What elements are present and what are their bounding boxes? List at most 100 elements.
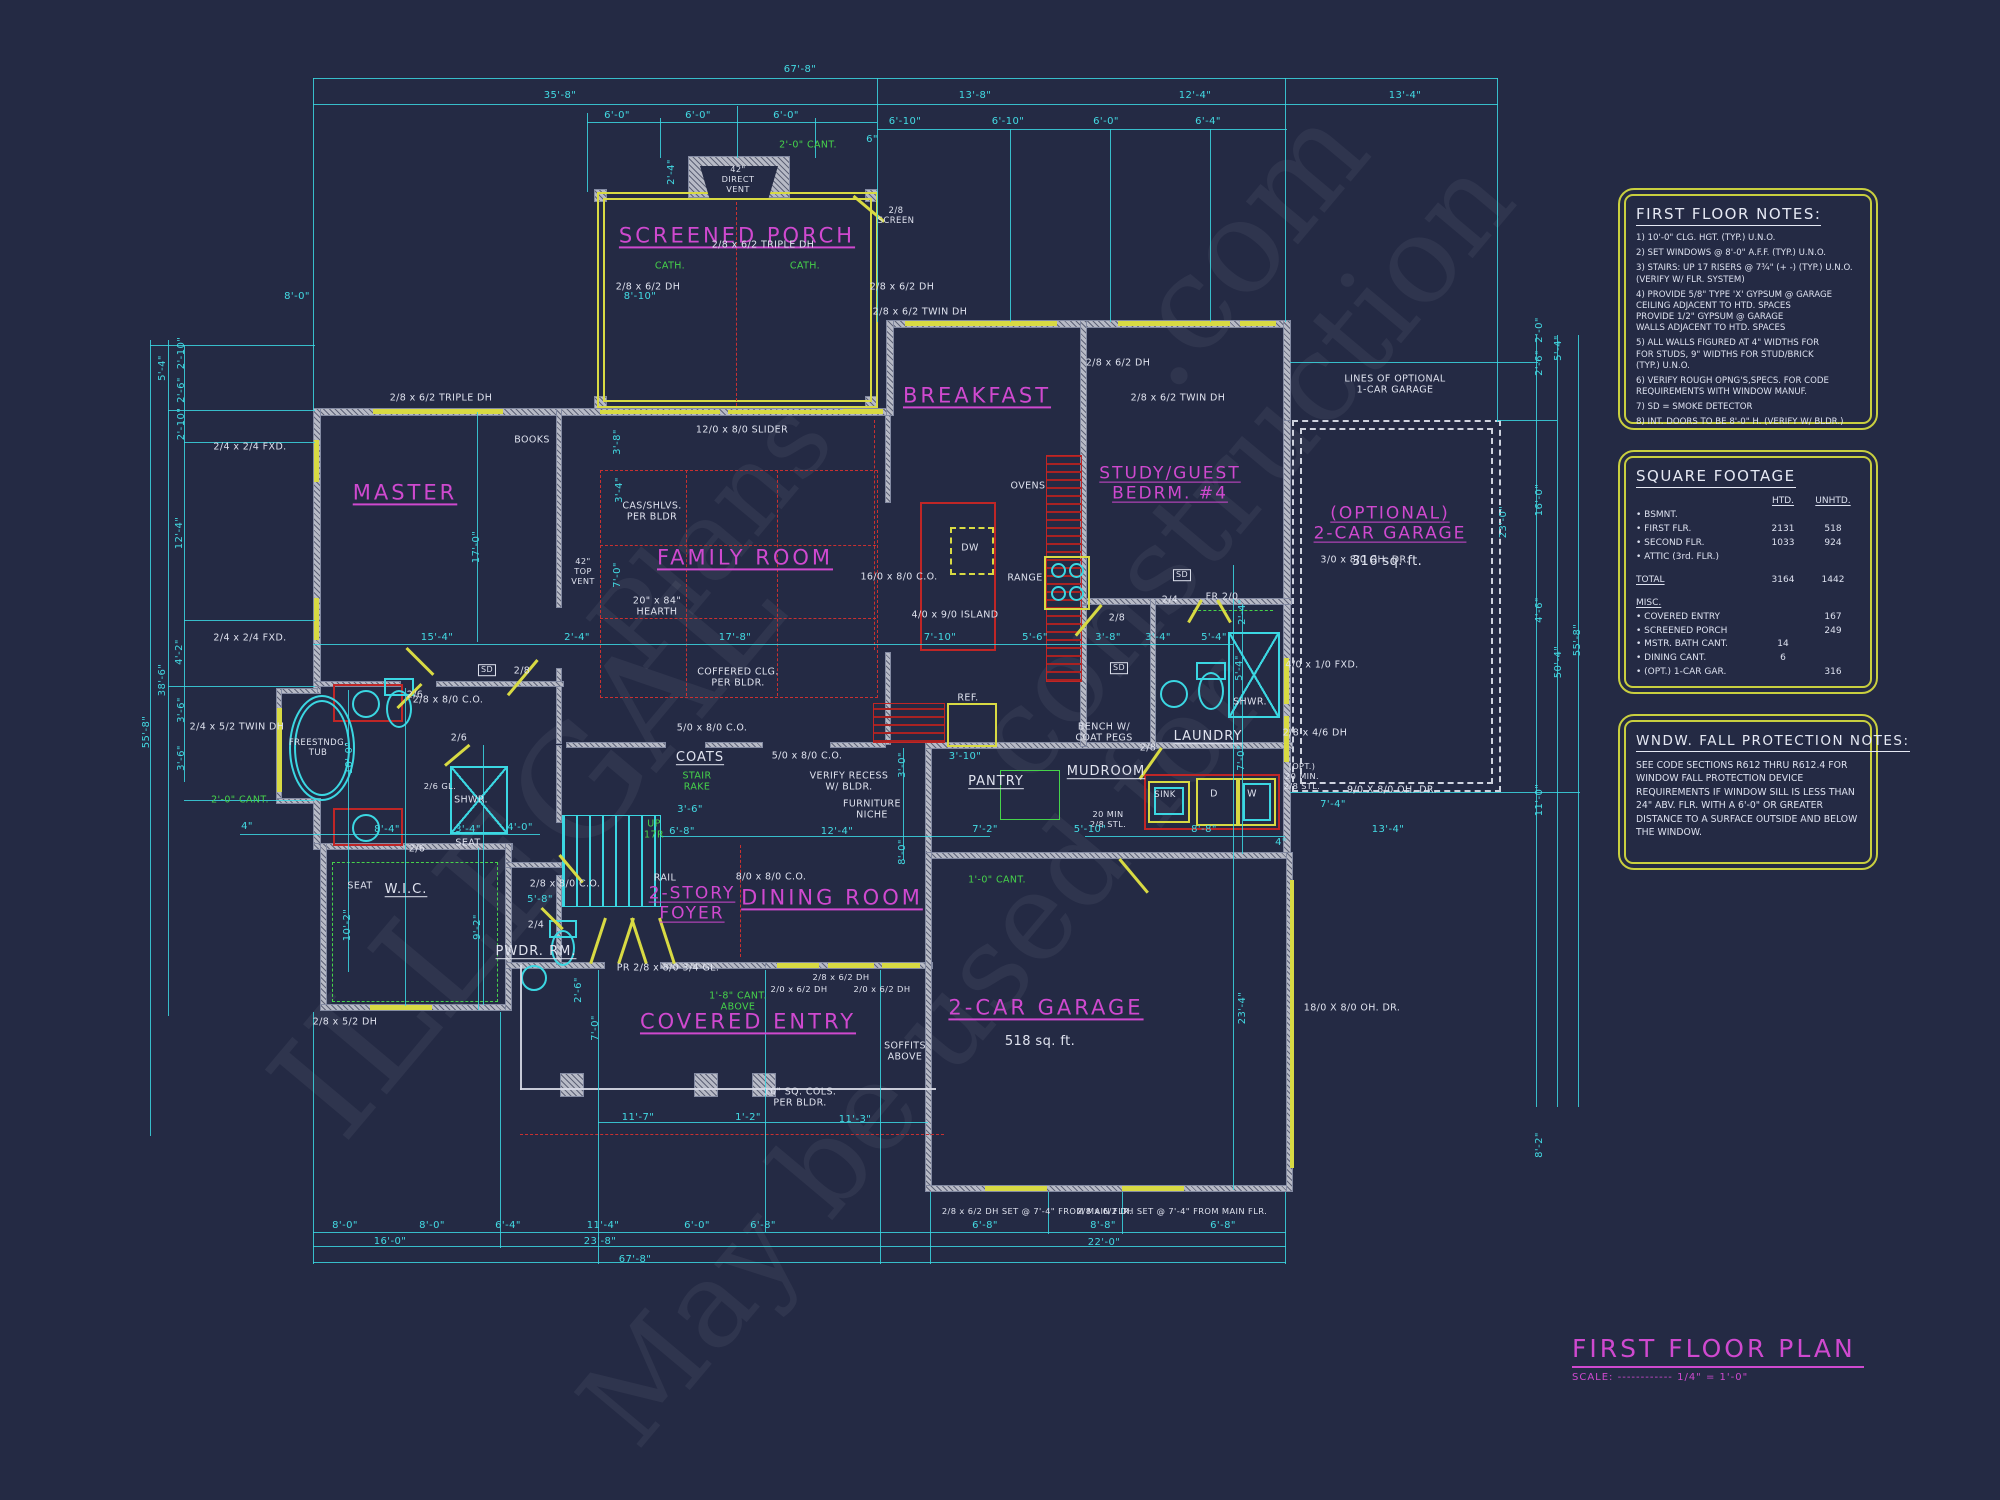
door-swing — [658, 917, 676, 965]
dimension-line — [877, 78, 878, 322]
wall — [694, 1073, 718, 1097]
window-door-size-label: 18/0 X 8/0 OH. DR. — [1303, 1002, 1401, 1014]
dimension-label: 6'-8" — [972, 1220, 998, 1231]
porch-screen-wall — [603, 198, 872, 402]
dimension-label: 3'-10" — [948, 751, 982, 762]
annotation-note: LINES OF OPTIONAL 1-CAR GARAGE — [1344, 373, 1446, 396]
dimension-line — [1536, 335, 1537, 1107]
dimension-label: 2'-4" — [666, 159, 677, 185]
dimension-line — [1497, 420, 1557, 421]
dimension-label: 3'-4" — [1145, 632, 1171, 643]
dimension-label: 23'-4" — [1237, 991, 1248, 1025]
shelving-outline — [1000, 770, 1060, 820]
dimension-label: 8'-0" — [284, 291, 310, 302]
dimension-line — [1242, 604, 1243, 854]
dimension-line — [240, 834, 540, 835]
room-area-label: 518 sq. ft. — [1004, 1034, 1076, 1050]
dimension-label: 35'-8" — [543, 90, 577, 101]
counter-hatch — [873, 703, 945, 743]
square-footage-box: SQUARE FOOTAGE HTD. UNHTD. BSMNT. FIRST … — [1618, 450, 1878, 694]
wall — [886, 320, 894, 416]
title-block: FIRST FLOOR PLAN SCALE: ------------ 1/4… — [1572, 1334, 1864, 1383]
ceiling-line — [736, 202, 737, 406]
dimension-line — [478, 848, 479, 1010]
fixture-outline — [1051, 563, 1066, 578]
wall — [276, 688, 318, 694]
dimension-line — [660, 118, 661, 158]
window-door-size-label: 2/8 x 6/2 DH — [812, 972, 870, 983]
wall — [1080, 605, 1087, 747]
fixture-label: BOOKS — [514, 434, 550, 446]
door-swing — [617, 917, 635, 965]
dimension-line — [587, 122, 877, 123]
note-item: 8) INT. DOORS TO BE 8'-0" H. (VERIFY W/ … — [1636, 417, 1844, 428]
wall — [885, 652, 891, 745]
room-label: 2-STORY FOYER — [648, 883, 736, 924]
wall — [925, 742, 1293, 749]
dimension-line — [1290, 362, 1538, 363]
sheet-scale: SCALE: ------------ 1/4" = 1'-0" — [1572, 1372, 1749, 1383]
window-door-size-label: 2/8 x 6/2 TWIN DH — [872, 306, 968, 318]
ceiling-line — [740, 845, 741, 957]
door-swing — [444, 743, 471, 767]
dimension-line — [1210, 129, 1211, 322]
window-door-size-label: 2/8 x 6/2 TRIPLE DH — [389, 392, 493, 404]
dimension-label: 3'-8" — [1095, 632, 1121, 643]
window — [314, 598, 319, 640]
col-htd: HTD. — [1771, 496, 1795, 506]
wall — [830, 742, 886, 748]
dimension-line — [150, 340, 151, 1136]
wall — [556, 408, 562, 608]
fixture-outline — [1198, 672, 1224, 710]
window — [1284, 658, 1289, 704]
ceiling-line — [600, 618, 876, 619]
wall — [313, 408, 321, 694]
wall — [1283, 320, 1291, 424]
dimension-label: 2'-4" — [564, 632, 590, 643]
cantilever-note: 1'-0" CANT. — [968, 874, 1026, 886]
wall — [320, 843, 327, 1011]
wall — [885, 415, 891, 503]
dimension-label: 6'-8" — [750, 1220, 776, 1231]
window-door-size-label: 2/8 x 6/2 TWIN DH — [1130, 392, 1226, 404]
dimension-label: 3'-6" — [176, 697, 187, 723]
annotation-note: 20 MIN 2/8 STL. — [1089, 809, 1127, 829]
wall — [925, 1185, 1293, 1192]
dimension-line — [815, 118, 816, 158]
first-floor-notes-box: FIRST FLOOR NOTES: 1) 10'-0" CLG. HGT. (… — [1618, 188, 1878, 430]
fixture-outline — [1051, 586, 1066, 601]
dimension-line — [184, 620, 315, 621]
fall-protection-body: SEE CODE SECTIONS R612 THRU R612.4 FOR W… — [1636, 760, 1858, 839]
dimension-line — [483, 745, 484, 1005]
wall — [505, 843, 512, 1011]
dimension-label: 5'-8" — [527, 894, 553, 905]
dishwasher-outline — [950, 527, 994, 575]
casework-outline — [920, 502, 996, 651]
fixture-outline — [352, 690, 380, 718]
window — [1284, 716, 1289, 762]
cantilever-note: 2'-0" CANT. — [779, 139, 837, 151]
fixture-outline — [289, 695, 355, 801]
dimension-label: 22'-0" — [1087, 1237, 1121, 1248]
table-row: (OPT.) 1-CAR GAR. 316 — [1636, 666, 1860, 680]
appliance-outline — [947, 703, 997, 747]
window — [373, 409, 503, 414]
dimension-label: 3'-8" — [612, 429, 623, 455]
smoke-detector-badge: SD — [1172, 569, 1192, 581]
dimension-line — [348, 690, 349, 972]
dimension-line — [184, 345, 185, 782]
dimension-label: 6'-0" — [684, 1220, 710, 1231]
dimension-label: 15'-4" — [420, 632, 454, 643]
wall — [660, 962, 768, 969]
casework-outline — [1144, 774, 1280, 830]
watermark-text: .com — [1078, 76, 1398, 416]
table-row: DINING CANT. 6 — [1636, 652, 1860, 666]
dimension-label: 8'-2" — [1534, 1132, 1545, 1158]
dimension-line — [1233, 565, 1234, 1190]
appliance-outline — [1196, 778, 1238, 826]
window-door-size-label: 2/8 x 6/2 DH — [1085, 357, 1151, 369]
window — [882, 963, 920, 968]
smoke-detector-badge: SD — [1109, 662, 1129, 674]
dimension-label: 13'-4" — [1371, 824, 1405, 835]
